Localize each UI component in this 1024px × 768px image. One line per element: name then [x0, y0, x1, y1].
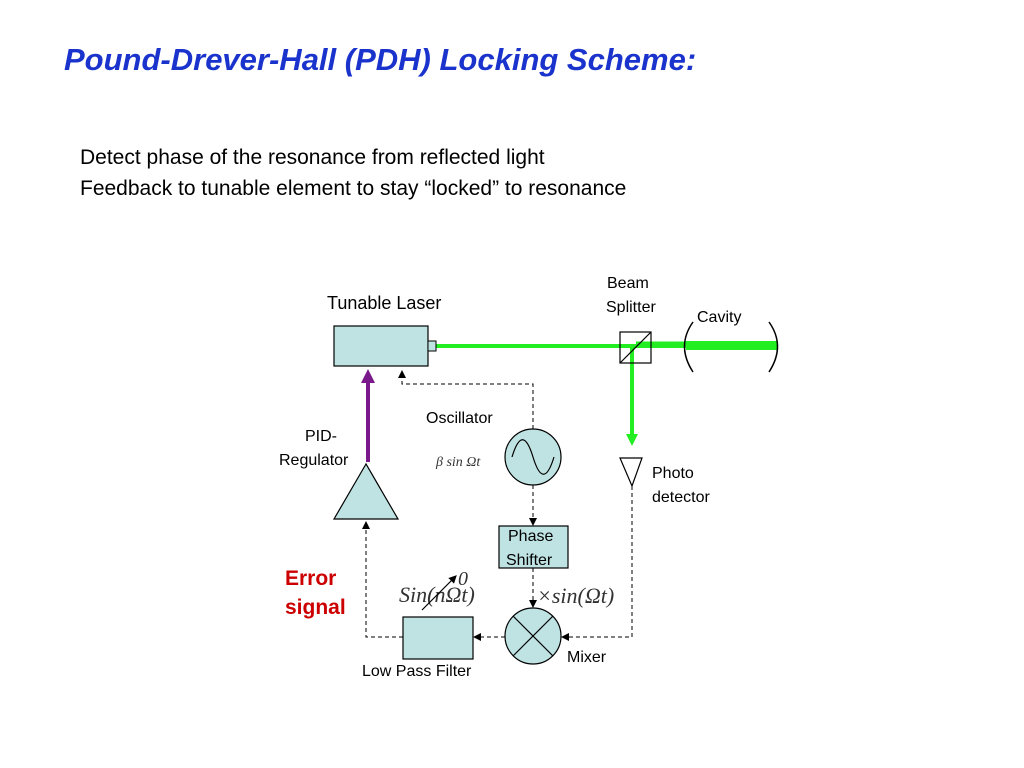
- beam-splitter-cube: [619, 331, 652, 364]
- beam-splitter-label-2: Splitter: [606, 299, 656, 316]
- osc-to-laser-line: [398, 370, 534, 429]
- bullet-detect-phase: Detect phase of the resonance from refle…: [80, 146, 545, 169]
- error-signal-label-2: signal: [285, 596, 346, 619]
- bullet-feedback: Feedback to tunable element to stay “loc…: [80, 177, 627, 200]
- detector-to-mixer-line: [561, 486, 633, 641]
- beam-splitter-diagonal: [619, 331, 652, 364]
- sine-wave-icon: [511, 439, 555, 475]
- mixer-label: Mixer: [567, 649, 607, 666]
- oscillator-label: Oscillator: [426, 410, 493, 427]
- cavity-label: Cavity: [697, 309, 741, 326]
- photo-detector-label-2: detector: [652, 489, 710, 506]
- mixer-cross-b: [512, 615, 554, 657]
- lpf-arrow: [421, 575, 457, 611]
- error-signal-label-1: Error: [285, 567, 336, 590]
- phase-shifter-label-2: Shifter: [506, 552, 553, 569]
- cavity-beam: [686, 341, 778, 350]
- beam-splitter-label-1: Beam: [607, 275, 649, 292]
- tunable-laser-box: [333, 325, 429, 367]
- pid-label-1: PID-: [305, 428, 337, 445]
- photo-detector-label-1: Photo: [652, 465, 694, 482]
- pid-regulator-triangle: [332, 462, 400, 520]
- tunable-laser-label: Tunable Laser: [327, 293, 441, 313]
- photo-detector: [619, 457, 643, 488]
- cavity-mirror-right: [768, 321, 779, 373]
- laser-aperture: [427, 340, 437, 352]
- low-pass-filter-box: [402, 616, 474, 660]
- mixer-formula: ×sin(Ωt): [537, 583, 614, 608]
- cavity-mirror-left: [683, 321, 694, 373]
- low-pass-filter-label: Low Pass Filter: [362, 663, 472, 680]
- pid-label-2: Regulator: [279, 452, 349, 469]
- oscillator-formula: β sin Ωt: [435, 455, 481, 470]
- lpf-to-pid-line: [362, 521, 403, 638]
- page-title: Pound-Drever-Hall (PDH) Locking Scheme:: [64, 42, 697, 77]
- phase-shifter-label-1: Phase: [508, 528, 553, 545]
- lpf-zero: 0: [458, 568, 468, 590]
